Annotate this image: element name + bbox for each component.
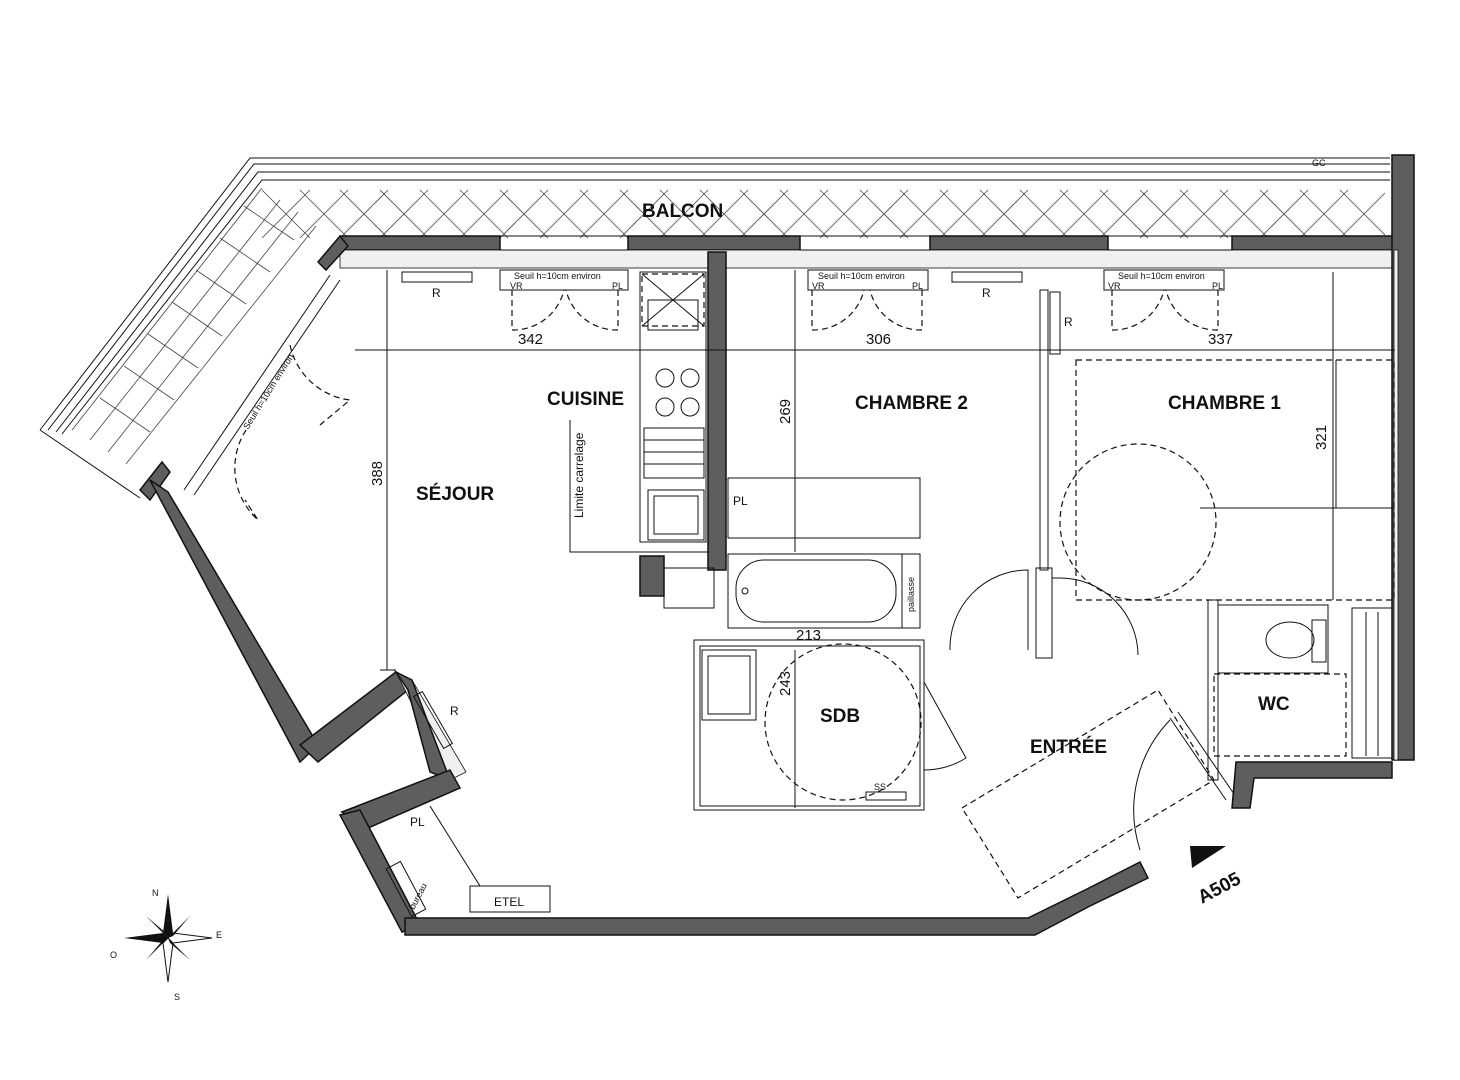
- dim-sdb-width: 213: [796, 627, 821, 644]
- room-label-wc: WC: [1258, 694, 1290, 715]
- seuil-label-2: Seuil h=10cm environ: [818, 271, 905, 281]
- compass-east-label: E: [216, 930, 222, 940]
- wc-fixtures: [1213, 604, 1393, 759]
- pl-label-3: PL: [1212, 281, 1223, 291]
- balcony-decking: [261, 189, 1386, 239]
- radiator-label-sejour: R: [432, 286, 441, 300]
- seuil-label-3: Seuil h=10cm environ: [1118, 271, 1205, 281]
- vr-label-3: VR: [1108, 281, 1121, 291]
- apartment-ref-label: A505: [1194, 868, 1244, 908]
- gc-label: GC: [1312, 158, 1326, 168]
- room-label-entree: ENTRÉE: [1030, 736, 1107, 758]
- room-label-chambre2: CHAMBRE 2: [855, 393, 968, 414]
- radiator-label-sejour-2: R: [450, 704, 459, 718]
- pl-label-1: PL: [612, 281, 623, 291]
- compass-south-label: S: [174, 992, 180, 1002]
- dim-sdb-depth: 243: [777, 671, 794, 696]
- dim-sejour-depth: 388: [369, 461, 386, 486]
- dimension-lines: [355, 270, 1395, 808]
- dim-chambre1-width: 337: [1208, 331, 1233, 348]
- vr-label-1: VR: [510, 281, 523, 291]
- entrance-arrow-icon: [1190, 846, 1226, 868]
- vr-label-2: VR: [812, 281, 825, 291]
- kitchen-fixtures: [569, 271, 715, 609]
- room-label-sdb: SDB: [820, 706, 860, 727]
- compass-rose-icon: [124, 894, 213, 983]
- compass-west-label: O: [110, 950, 117, 960]
- dim-chambre2-depth: 269: [777, 399, 794, 424]
- pl-label-2: PL: [912, 281, 923, 291]
- seuil-label-4: Seuil h=10cm environ: [241, 352, 295, 431]
- windows: [183, 235, 1233, 496]
- walls: [138, 154, 1415, 936]
- dim-sejour-width: 342: [518, 331, 543, 348]
- etel-label: ETEL: [494, 895, 524, 909]
- pl-label-sejour: PL: [410, 815, 425, 829]
- chambre1-furniture: [1059, 272, 1395, 601]
- bureau-label: bureau: [407, 881, 429, 910]
- pl-label-sdb: PL: [733, 494, 748, 508]
- room-label-cuisine: CUISINE: [547, 389, 624, 410]
- balcony: [39, 157, 1390, 499]
- radiators: [401, 271, 1061, 750]
- dim-chambre2-width: 306: [866, 331, 891, 348]
- limite-carrelage-label: Limite carrelage: [572, 432, 586, 518]
- compass-north-label: N: [152, 888, 159, 898]
- seuil-label-1: Seuil h=10cm environ: [514, 271, 601, 281]
- bathroom-fixtures: [701, 477, 922, 801]
- balcony-diagonal-tiles: [71, 187, 317, 465]
- paillasse-label: paillasse: [906, 577, 916, 612]
- radiator-label-chambre1: R: [1064, 315, 1073, 329]
- ss-label: SS: [874, 782, 886, 792]
- room-label-chambre1: CHAMBRE 1: [1168, 393, 1281, 414]
- radiator-label-chambre2: R: [982, 286, 991, 300]
- entrance-furniture: [385, 689, 1235, 918]
- dim-chambre1-depth: 321: [1313, 425, 1330, 450]
- door-swings: [234, 289, 1219, 851]
- room-label-balcon: BALCON: [642, 201, 723, 222]
- room-label-sejour: SÉJOUR: [416, 483, 494, 505]
